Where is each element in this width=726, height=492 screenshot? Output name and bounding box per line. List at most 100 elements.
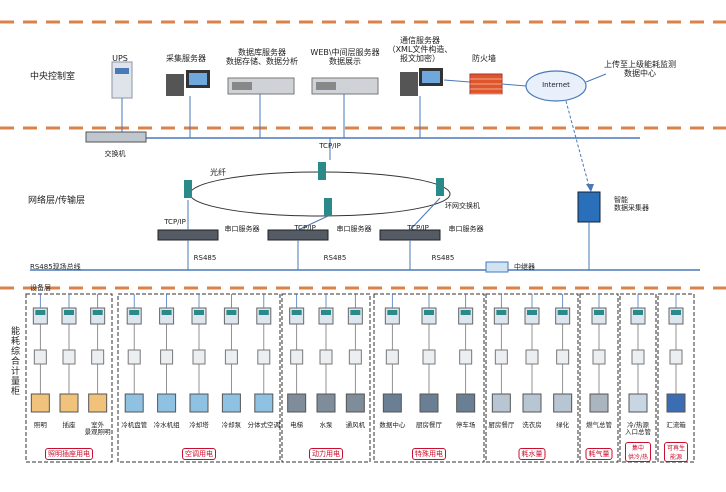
- group-title: 耗水量: [518, 448, 546, 460]
- breaker-icon-4-0: [494, 349, 508, 365]
- breaker-icon-3-2: [459, 349, 473, 365]
- equipment-icon-0-2: [88, 393, 108, 413]
- equipment-icon-5-0: [589, 393, 609, 413]
- equipment-label: 通风机: [345, 421, 366, 429]
- meter-display-icon-2-0: [291, 310, 302, 315]
- ring-switch-icon-0: [318, 162, 326, 180]
- equipment-label: 冷却泵: [221, 421, 242, 429]
- tcpip-top-label: TCP/IP: [319, 142, 341, 150]
- breaker-icon-4-2: [556, 349, 570, 365]
- meter-display-icon-0-1: [64, 310, 74, 315]
- breaker-icon-2-0: [290, 349, 304, 365]
- equipment-label: 照明: [33, 421, 47, 429]
- meter-display-icon-1-4: [258, 310, 269, 315]
- equipment-icon-2-0: [287, 393, 307, 413]
- ring-switch-label: 环网交换机: [445, 202, 480, 210]
- breaker-icon-6-0: [631, 349, 645, 365]
- db-server-panel-icon: [232, 82, 252, 90]
- meter-display-icon-3-1: [424, 310, 434, 315]
- layer-label-device: 设备层: [30, 284, 51, 292]
- group-title: 照明插座用电: [45, 448, 93, 460]
- breaker-icon-1-0: [127, 349, 141, 365]
- breaker-icon-0-0: [33, 349, 47, 365]
- repeater-label: 中继器: [514, 263, 535, 271]
- equipment-icon-2-1: [316, 393, 336, 413]
- arrow-collector-icon: [586, 184, 594, 192]
- equipment-icon-3-1: [419, 393, 439, 413]
- tcpip-right-label: TCP/IP: [407, 224, 429, 232]
- meter-display-icon-1-2: [194, 310, 204, 315]
- group-title: 耗气量: [585, 448, 613, 460]
- equipment-icon-0-0: [30, 393, 50, 413]
- link-ring-serial-1: [297, 215, 329, 231]
- equipment-icon-0-1: [59, 393, 79, 413]
- serial-server-label-1: 串口服务器: [224, 225, 260, 233]
- fiber-label: 光纤: [210, 168, 226, 177]
- bus-label-rs485: RS485现场总线: [30, 263, 81, 271]
- collector-server-label: 采集服务器: [166, 54, 206, 63]
- equipment-icon-1-4: [254, 393, 274, 413]
- equipment-icon-4-2: [553, 393, 573, 413]
- web-server-label: WEB\中间层服务器 数据展示: [310, 48, 380, 67]
- equipment-label: 洗衣房: [522, 421, 542, 429]
- ring-switch-icon-2: [436, 178, 444, 196]
- switch-icon: [85, 131, 147, 143]
- layer-label-network: 网络层/传输层: [28, 196, 86, 206]
- upload-label: 上传至上级能耗监测 数据中心: [604, 60, 676, 79]
- link-internet-upload: [585, 73, 607, 83]
- meter-display-icon-7-0: [671, 310, 681, 315]
- equipment-icon-2-2: [345, 393, 365, 413]
- equipment-label: 冷/热源 入口总管: [625, 421, 651, 437]
- tcpip-mid-label: TCP/IP: [294, 224, 316, 232]
- equipment-icon-6-0: [628, 393, 648, 413]
- serial-server-icon-0: [157, 229, 219, 241]
- meter-display-icon-6-0: [633, 310, 643, 315]
- equipment-icon-4-1: [522, 393, 542, 413]
- breaker-icon-0-2: [91, 349, 105, 365]
- equipment-icon-4-0: [491, 393, 511, 413]
- breaker-icon-4-1: [525, 349, 539, 365]
- equipment-label: 厨房餐厅: [488, 421, 515, 429]
- link-server-firewall: [443, 79, 471, 83]
- meter-display-icon-5-0: [594, 310, 604, 315]
- equipment-icon-1-3: [221, 393, 241, 413]
- equipment-icon-3-0: [382, 393, 402, 413]
- equipment-label: 分体式空调: [247, 421, 281, 429]
- group-title: 可再生 能源: [663, 442, 689, 462]
- group-title: 集中 供冷/热: [624, 442, 652, 462]
- group-title: 特殊用电: [412, 448, 446, 460]
- breaker-icon-1-3: [224, 349, 238, 365]
- breaker-icon-1-4: [257, 349, 271, 365]
- equipment-icon-1-1: [157, 393, 177, 413]
- db-server-label: 数据库服务器 数据存储、数据分析: [226, 48, 298, 67]
- comm-server-label: 通信服务器 （XML文件构造、 报文加密）: [387, 36, 453, 64]
- meter-display-icon-3-0: [387, 310, 398, 315]
- breaker-icon-7-0: [669, 349, 683, 365]
- equipment-label: 停车场: [455, 421, 476, 429]
- equipment-label: 电梯: [290, 421, 304, 429]
- meter-display-icon-4-1: [527, 310, 537, 315]
- meter-display-icon-1-1: [161, 310, 172, 315]
- breaker-icon-3-0: [385, 349, 399, 365]
- rs485-label-3: RS485: [431, 254, 455, 262]
- meter-display-icon-4-0: [496, 310, 507, 315]
- layer-label-central: 中央控制室: [30, 72, 76, 82]
- firewall-label: 防火墙: [472, 54, 496, 63]
- equipment-label: 绿化: [556, 421, 570, 429]
- internet-label: Internet: [542, 80, 570, 89]
- breaker-icon-2-1: [319, 349, 333, 365]
- ring-switch-icon-3: [324, 198, 332, 216]
- group-title: 空调用电: [182, 448, 216, 460]
- meter-display-icon-2-2: [350, 310, 361, 315]
- cabinet-label: 能耗综合计量柜: [9, 326, 19, 396]
- group-title: 动力用电: [309, 448, 343, 460]
- meter-display-icon-0-2: [92, 310, 103, 315]
- breaker-icon-3-1: [422, 349, 436, 365]
- link-firewall-internet: [501, 83, 527, 87]
- breaker-icon-5-0: [592, 349, 606, 365]
- web-server-panel-icon: [316, 82, 336, 90]
- rs485-label-2: RS485: [323, 254, 347, 262]
- repeater-icon: [485, 261, 509, 273]
- equipment-label: 汇流箱: [666, 421, 686, 429]
